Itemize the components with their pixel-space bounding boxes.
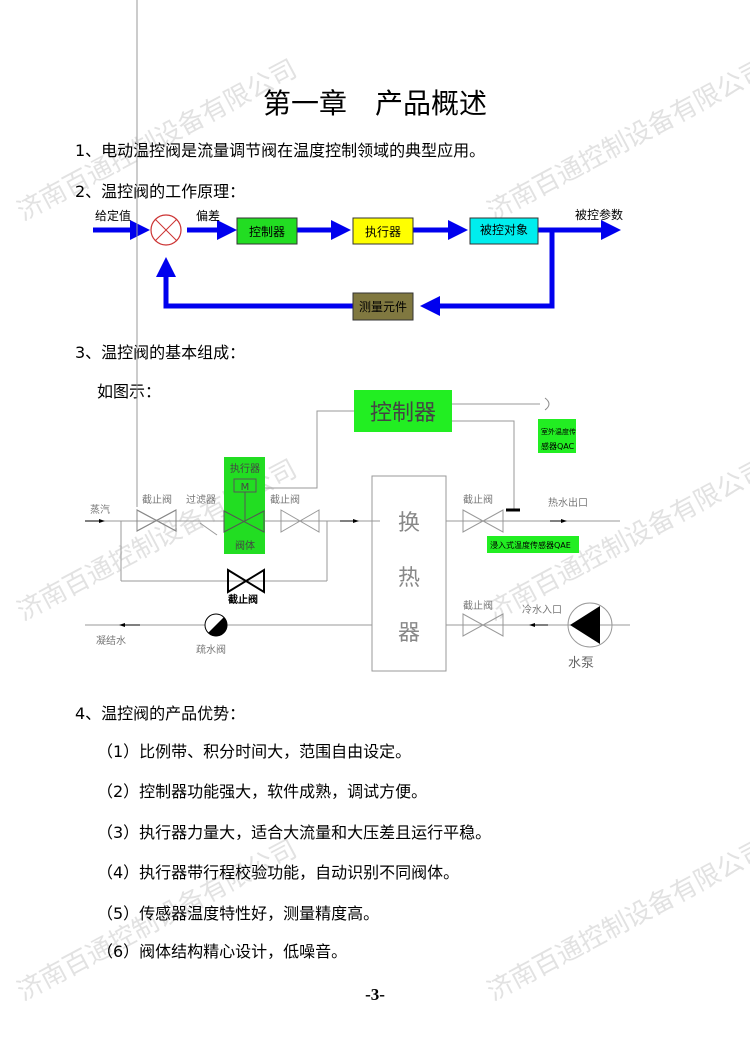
shutoff-valve-label: 截止阀: [142, 493, 172, 506]
system-diagram: [85, 0, 630, 672]
section-3: 3、温控阀的基本组成：: [75, 343, 246, 362]
bypass-valve-label: 截止阀: [228, 593, 258, 606]
block-sensor: 测量元件: [359, 300, 407, 314]
page-title: 第一章 产品概述: [262, 87, 487, 120]
steam-trap-icon: [204, 613, 228, 637]
motor-label: M: [241, 482, 250, 493]
pump-icon: [570, 606, 600, 644]
advantage-item: （5）传感器温度特性好，测量精度高。: [97, 904, 380, 923]
filter-label: 过滤器: [186, 493, 216, 506]
immersion-sensor-label: 浸入式温度传感器QAE: [490, 540, 571, 550]
block-plant: 被控对象: [480, 223, 528, 237]
advantage-item: （2）控制器功能强大，软件成熟，调试方便。: [97, 782, 428, 801]
advantage-item: （4）执行器带行程校验功能，自动识别不同阀体。: [97, 863, 460, 882]
cold-water-inlet-label: 冷水入口: [522, 603, 562, 616]
bypass-valve-icon: [227, 568, 265, 594]
advantage-item: （1）比例带、积分时间大，范围自由设定。: [97, 742, 412, 761]
summing-junction-icon: [150, 214, 182, 246]
valve-body-label: 阀体: [235, 539, 255, 552]
block-controller: 控制器: [249, 225, 285, 239]
hot-water-outlet-label: 热水出口: [548, 496, 588, 509]
block-actuator: 执行器: [365, 225, 401, 239]
section-4: 4、温控阀的产品优势：: [75, 704, 246, 723]
heat-exchanger-label: 器: [398, 621, 420, 646]
label-output: 被控参数: [575, 207, 623, 222]
label-setpoint: 给定值: [95, 208, 131, 223]
outdoor-sensor-label: 室外温度传: [541, 427, 576, 436]
figure-note: 如图示：: [97, 382, 162, 401]
heat-exchanger-label: 热: [398, 566, 420, 591]
advantage-item: （3）执行器力量大，适合大流量和大压差且运行平稳。: [97, 823, 492, 842]
outdoor-sensor-label: 感器QAC: [541, 441, 575, 451]
actuator-label: 执行器: [230, 462, 260, 475]
section-2: 2、温控阀的工作原理：: [75, 182, 246, 201]
section-1: 1、电动温控阀是流量调节阀在温度控制领域的典型应用。: [75, 141, 486, 160]
steam-trap-label: 疏水阀: [196, 643, 226, 656]
heat-exchanger-label: 换: [398, 511, 420, 536]
shutoff-valve-label: 截止阀: [463, 599, 493, 612]
outdoor-sensor-icon: [544, 397, 550, 411]
advantage-item: （6）阀体结构精心设计，低噪音。: [97, 942, 348, 961]
page-number: -3-: [365, 985, 385, 1004]
condensate-label: 凝结水: [96, 634, 126, 647]
label-error: 偏差: [196, 208, 220, 223]
steam-label: 蒸汽: [90, 503, 110, 516]
shutoff-valve-label: 截止阀: [270, 493, 300, 506]
shutoff-valve-label: 截止阀: [463, 493, 493, 506]
pump-label: 水泵: [568, 656, 594, 671]
controller-box: 控制器: [370, 401, 436, 426]
